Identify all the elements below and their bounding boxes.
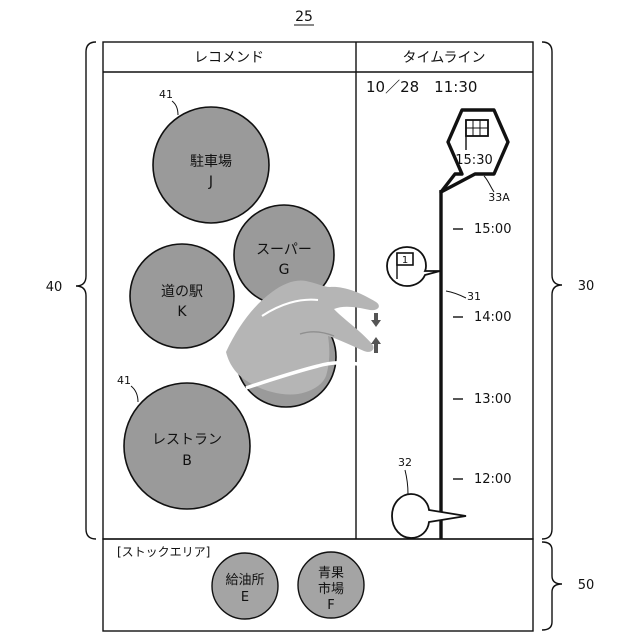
waypoint-number: 1 [402,255,408,266]
stock-item-gas-station[interactable]: 給油所 E [212,553,278,619]
recommend-item-code: K [177,304,187,320]
reference-numeral: 40 [46,280,63,295]
leader-line [484,176,494,192]
timeline-tick-label: 14:00 [474,310,511,325]
reference-numeral: 32 [398,456,412,469]
leader-line [405,470,408,494]
leader-line [172,101,178,115]
timeline-tick-label: 15:00 [474,222,511,237]
recommend-item-name: スーパー [256,242,312,258]
destination-marker[interactable]: 15:30 [441,110,508,192]
reference-numeral: 41 [117,374,131,387]
arrow-down-icon [371,313,381,327]
waypoint-marker[interactable]: 1 [387,247,440,286]
recommend-item-code: J [208,174,213,190]
reference-numeral: 30 [578,279,595,294]
timeline-panel-title: タイムライン [402,50,485,66]
stock-item-name: 市場 [318,581,344,597]
recommend-item-name: 駐車場 [190,153,232,170]
destination-time: 15:30 [455,153,492,168]
reference-numeral: 31 [467,290,481,303]
recommend-item-name: レストラン [152,432,222,448]
brace-left [76,42,96,539]
recommend-item-parking[interactable]: 駐車場 J [153,107,269,223]
reference-numeral: 33A [488,191,510,204]
leader-line [446,291,466,298]
timeline-tick-label: 13:00 [474,392,511,407]
timeline-tick-label: 12:00 [474,472,511,487]
reference-numeral: 41 [159,88,173,101]
stock-item-produce-market[interactable]: 青果 市場 F [298,552,364,618]
stock-item-name: 給油所 [225,573,264,588]
recommend-item-code: B [182,453,192,469]
timeline-datetime: 10／28 11:30 [366,78,477,96]
recommend-item-code: G [279,262,290,278]
figure-number: 25 [295,9,313,25]
reference-numeral: 50 [578,578,595,593]
stock-item-name: 青果 [318,566,344,581]
leader-line [131,386,138,402]
stock-area-label: [ストックエリア] [117,545,210,559]
stock-item-code: E [241,590,249,605]
brace-right-stock [542,542,562,630]
recommend-panel-title: レコメンド [194,50,264,66]
recommend-item-restaurant[interactable]: レストラン B [124,383,250,509]
stock-item-code: F [327,598,334,613]
recommend-item-roadside-station[interactable]: 道の駅 K [130,244,234,348]
brace-right-timeline [542,42,562,539]
current-position-marker [392,494,466,538]
recommend-item-name: 道の駅 [161,284,203,300]
